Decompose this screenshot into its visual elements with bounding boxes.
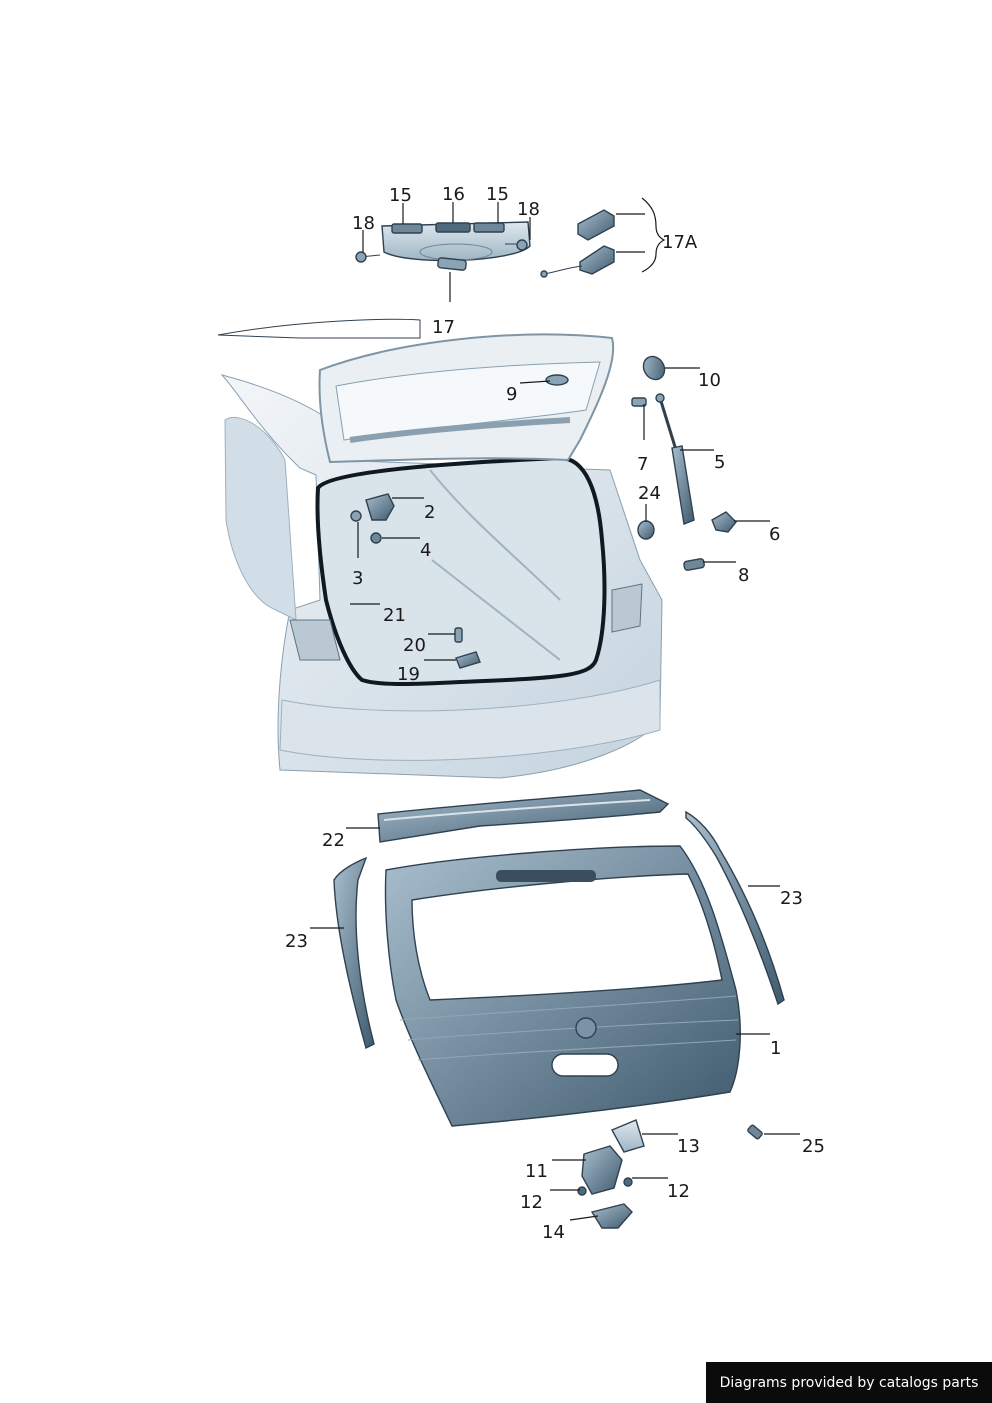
credit-banner: Diagrams provided by catalogs parts [706,1362,992,1403]
buffer-20 [454,627,463,643]
callout-17a: 17A [662,232,698,253]
car-body-rear-view [217,318,663,779]
nut-12-left [577,1186,587,1196]
callout-9: 9 [506,384,517,405]
callout-11: 11 [525,1161,548,1182]
callout-21: 21 [383,605,406,626]
callout-23-left: 23 [285,931,308,952]
callout-5: 5 [714,452,725,473]
callout-7: 7 [637,454,648,475]
callout-10: 10 [698,370,721,391]
hinge-2 [365,493,395,521]
callout-12-right: 12 [667,1181,690,1202]
callout-23-right: 23 [780,888,803,909]
striker-19 [455,651,481,669]
callout-1: 1 [770,1038,781,1059]
callout-2: 2 [424,502,435,523]
callout-4: 4 [420,540,431,561]
handle-14 [590,1203,633,1229]
roof-spoiler-22 [377,789,670,843]
gas-strut-5 [655,393,695,525]
bolt-18-right [505,239,528,251]
callout-18-left: 18 [352,213,375,234]
callout-labels: 15 16 15 18 18 17A 17 9 10 7 5 24 2 6 4 … [285,184,825,1243]
credit-text: Diagrams provided by catalogs parts [719,1374,979,1391]
trim-strip-23-left [333,856,375,1050]
callout-15-left: 15 [389,185,412,206]
callout-8: 8 [738,565,749,586]
lock-11 [581,1145,623,1195]
callout-25: 25 [802,1136,825,1157]
cap-10 [642,355,666,381]
callout-20: 20 [403,635,426,656]
lamp-connector-17 [437,257,467,271]
callout-18-right: 18 [517,199,540,220]
badge-9 [545,374,569,386]
leader-lines [310,197,800,1221]
callout-19: 19 [397,664,420,685]
callout-6: 6 [769,524,780,545]
cap-24 [637,520,655,540]
bolt-3 [350,510,362,522]
tailgate-1 [384,845,741,1127]
callout-24: 24 [638,483,661,504]
callout-16: 16 [442,184,465,205]
bracket-6 [711,511,737,533]
bolt-8 [683,558,705,571]
callout-3: 3 [352,568,363,589]
callout-17: 17 [432,317,455,338]
brake-lamp-housing [381,221,531,262]
bolt-25 [747,1124,763,1140]
callout-14: 14 [542,1222,565,1243]
callout-22: 22 [322,830,345,851]
nut-4 [370,532,382,544]
lamp-15-left [391,223,423,234]
lamp-15-right [473,222,505,233]
callout-12-left: 12 [520,1192,543,1213]
trim-strip-23-right [685,810,785,1006]
nut-12-right [623,1177,633,1187]
ball-stud-7 [631,397,647,407]
callout-15-right: 15 [486,184,509,205]
bracket-13 [611,1119,645,1153]
callout-13: 13 [677,1136,700,1157]
lamp-modules-17a [540,209,615,278]
bolt-18-left [355,251,381,263]
lamp-16 [435,222,471,233]
